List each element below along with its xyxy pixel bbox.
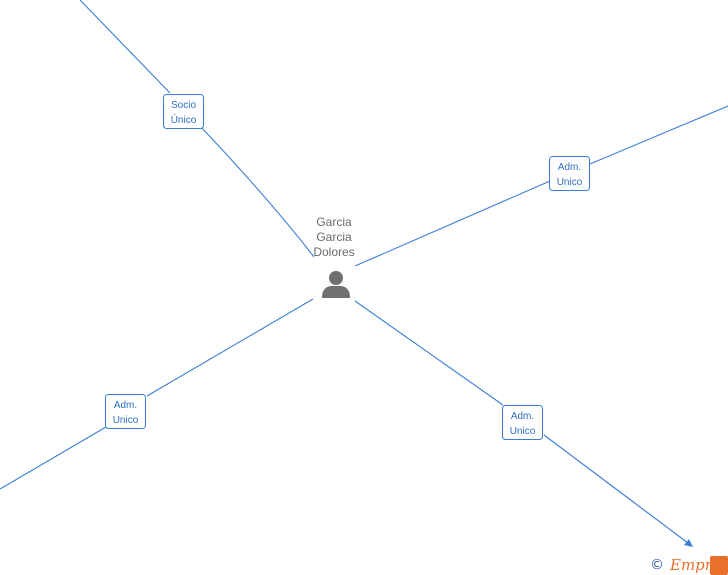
edge-line-adm-unico-right[interactable] [354, 105, 728, 267]
edge-label-line-1: Adm. [511, 411, 534, 422]
edge-label-box [105, 394, 146, 429]
edge-label-socio-unico[interactable]: Socio Único [163, 94, 204, 129]
edges-layer [0, 0, 728, 547]
edge-label-box [549, 156, 590, 191]
edge-label-line-1: Adm. [558, 162, 581, 173]
edge-label-box [502, 405, 543, 440]
edge-label-line-2: Único [171, 113, 197, 126]
node-name-line-1: Garcia [316, 215, 352, 229]
copyright-symbol: © [650, 557, 664, 573]
edge-label-adm-unico-left[interactable]: Adm. Unico [105, 394, 146, 429]
brand-logo-icon [710, 556, 728, 575]
person-icon [322, 271, 350, 298]
node-name-line-2: Garcia [316, 230, 352, 244]
edge-label-line-2: Unico [510, 426, 536, 437]
watermark: © Empre [650, 556, 728, 575]
edge-label-adm-unico-right[interactable]: Adm. Unico [549, 156, 590, 191]
arrowhead-icon [684, 539, 693, 547]
edge-label-adm-unico-bottom[interactable]: Adm. Unico [502, 405, 543, 440]
center-node[interactable]: Garcia Garcia Dolores [313, 215, 355, 298]
edge-label-line-2: Unico [113, 415, 139, 426]
edge-line-socio-unico[interactable] [79, 0, 315, 258]
edge-line-adm-unico-left[interactable] [0, 298, 314, 490]
edge-label-line-1: Adm. [114, 400, 137, 411]
edge-line-adm-unico-bottom[interactable] [354, 300, 689, 544]
edge-label-line-1: Socio [171, 100, 196, 111]
brand-text: Empre [669, 556, 721, 574]
edge-label-box [163, 94, 204, 129]
node-name-line-3: Dolores [313, 245, 354, 259]
edge-label-line-2: Unico [557, 177, 583, 188]
